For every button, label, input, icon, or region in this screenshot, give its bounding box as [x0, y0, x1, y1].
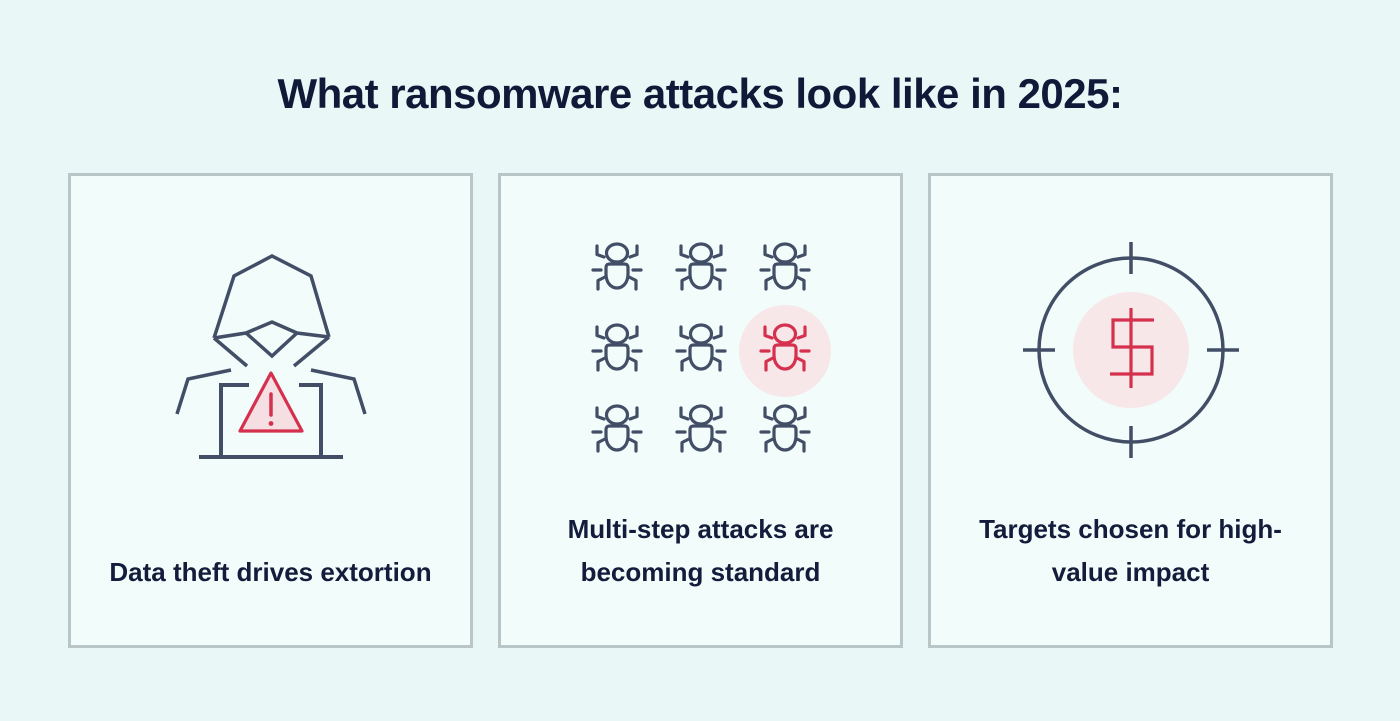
dollar-sign [1109, 308, 1154, 388]
bug-grid-icon-svg [590, 242, 831, 453]
hacker-laptop-warning-icon [131, 228, 411, 470]
crosshair-dollar-icon-svg [1022, 242, 1239, 458]
card-label: Data theft drives extortion [109, 557, 432, 588]
bug-icon [590, 404, 643, 453]
highlight-halo [738, 305, 831, 397]
bug-icon [590, 323, 643, 372]
crosshair-dollar-icon [1009, 228, 1253, 470]
bug-icon [590, 242, 643, 291]
bug-icon [674, 242, 727, 291]
card-targets: Targets chosen for high-value impact [928, 173, 1333, 648]
bug-icon [758, 242, 811, 291]
page-title: What ransomware attacks look like in 202… [277, 70, 1123, 117]
hacker-laptop-warning-icon-svg [174, 254, 367, 459]
card-label: Multi-step attacks are becoming standard [567, 513, 834, 588]
card-multi-step: Multi-step attacks are becoming standard [498, 173, 903, 648]
bug-icon [674, 404, 727, 453]
card-data-theft: Data theft drives extortion [68, 173, 473, 648]
bug-grid-icon [561, 228, 841, 470]
cards-row: Data theft drives extortion [68, 173, 1333, 648]
card-label: Targets chosen for high-value impact [979, 513, 1282, 588]
bug-icon [674, 323, 727, 372]
bug-icon [758, 404, 811, 453]
